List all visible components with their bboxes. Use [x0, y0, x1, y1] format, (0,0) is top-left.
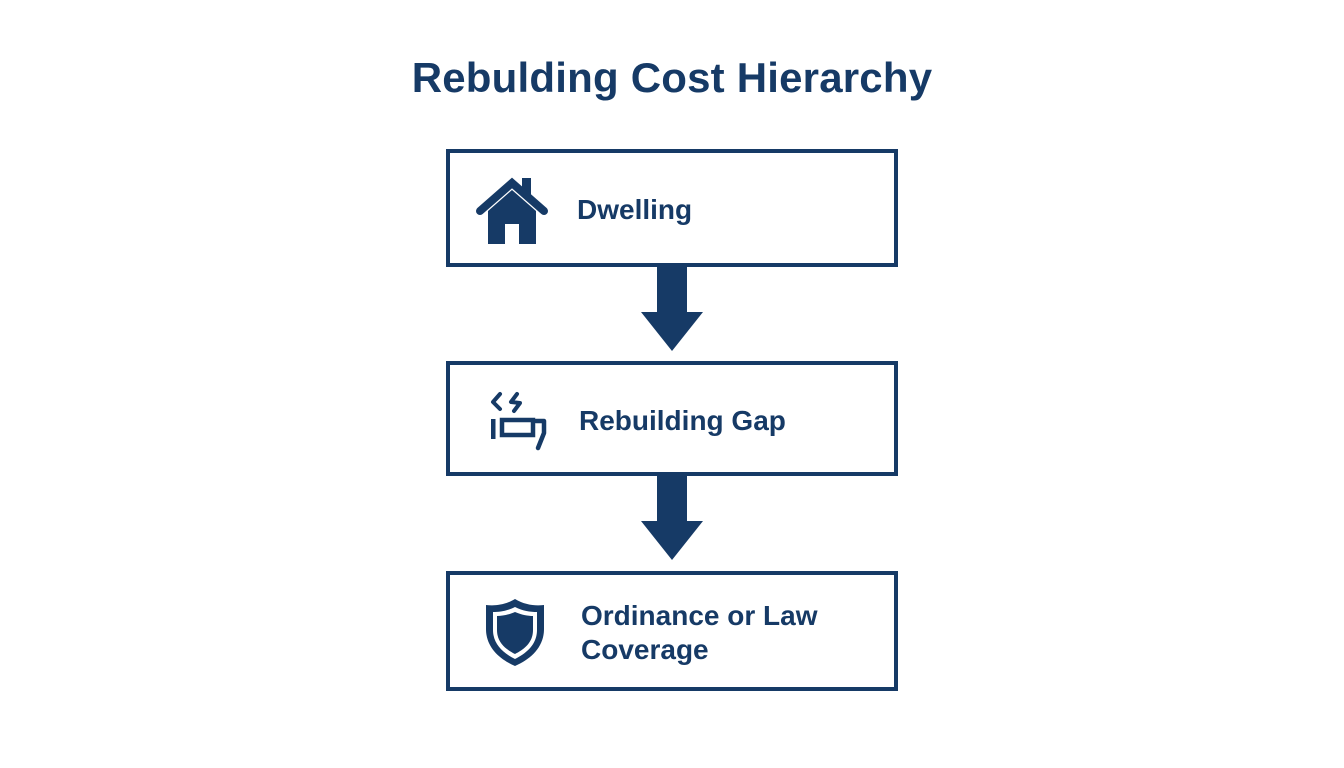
flow-arrow [641, 266, 703, 351]
node-label-line: Coverage [581, 634, 709, 665]
house-icon [476, 177, 548, 244]
node-ordinance-or-law-coverage: Ordinance or Law Coverage [446, 571, 898, 691]
node-label: Ordinance or Law Coverage [581, 599, 881, 667]
node-label: Rebuilding Gap [579, 405, 786, 436]
node-label: Dwelling [577, 194, 693, 225]
flow-arrow [641, 475, 703, 560]
broken-beam-icon [491, 392, 547, 451]
node-dwelling: Dwelling [446, 149, 898, 267]
shield-icon [486, 599, 544, 666]
diagram-title: Rebulding Cost Hierarchy [411, 54, 933, 101]
node-label-line: Ordinance or Law [581, 600, 818, 631]
node-rebuilding-gap: Rebuilding Gap [446, 361, 898, 476]
